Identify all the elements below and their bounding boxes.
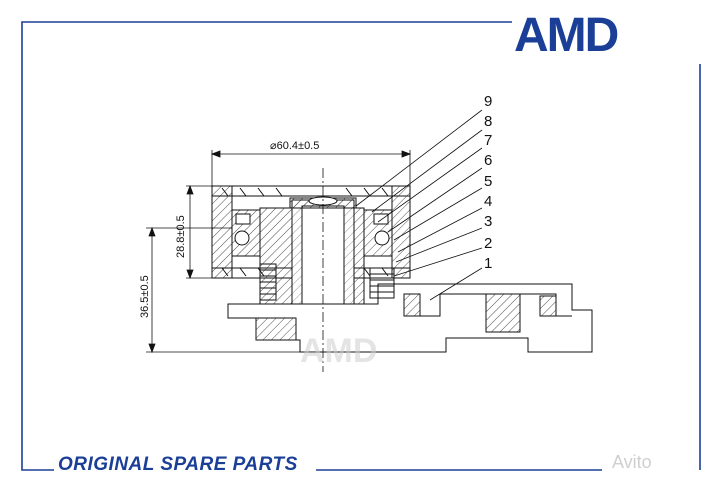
spring-right (369, 267, 395, 299)
dimension-height-inner-label: 28.8±0.5 (175, 215, 187, 258)
dimension-height-outer-label: 36.5±0.5 (139, 275, 151, 318)
callout-6: 6 (484, 152, 492, 169)
dimension-diameter (210, 150, 412, 186)
dimension-height-inner (186, 184, 212, 280)
dimension-diameter-label: ⌀60.4±0.5 (270, 140, 319, 152)
callout-4: 4 (484, 193, 492, 210)
callout-5: 5 (484, 173, 492, 190)
callout-8: 8 (484, 113, 492, 130)
callout-2: 2 (484, 235, 492, 252)
avito-watermark: Avito (612, 452, 652, 472)
footer-tagline: ORIGINAL SPARE PARTS (58, 454, 298, 475)
amd-logo: AMD (514, 9, 619, 62)
center-watermark-logo: AMD (300, 332, 377, 370)
spring-left (259, 263, 277, 301)
bearing-left (231, 209, 261, 257)
callout-1: 1 (484, 255, 492, 272)
base-bracket (227, 283, 593, 353)
callout-7: 7 (484, 132, 492, 149)
drawing-frame (21, 21, 701, 471)
dimension-height-outer (146, 226, 300, 354)
callout-leaders (355, 109, 483, 301)
callout-3: 3 (484, 213, 492, 230)
central-hub (259, 168, 365, 372)
bearing-right (363, 209, 393, 257)
callout-9: 9 (484, 93, 492, 110)
